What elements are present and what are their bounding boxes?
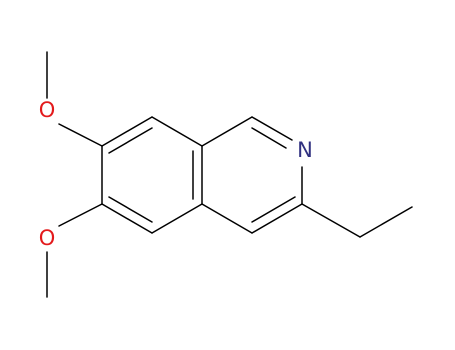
bond-c3-c4-inner: [251, 196, 296, 223]
oxygen-atom-upper: O: [39, 98, 56, 122]
oxygen-atom-lower: O: [39, 226, 56, 250]
nitrogen-atom: N: [297, 138, 313, 162]
bond-o-ring-upper: [58, 123, 103, 147]
bond-c1-n2-inner: [251, 127, 287, 149]
bond-c5-c6: [101, 203, 153, 234]
bond-c7-c8-inner: [108, 127, 153, 154]
bond-c4-c4a: [201, 203, 253, 234]
bond-c8a-c1: [201, 116, 253, 147]
bond-o-ring-lower: [58, 203, 103, 227]
bond-c3-c4: [251, 203, 303, 234]
bond-c3-ch2: [301, 203, 361, 238]
bond-c4a-c5: [151, 203, 203, 234]
bond-ch2-ch3: [359, 206, 413, 238]
bond-c1-n2: [251, 116, 293, 141]
bond-c5-c6-inner: [108, 196, 153, 223]
bond-c7-c8: [101, 116, 153, 147]
bond-c8-c8a: [151, 116, 203, 147]
